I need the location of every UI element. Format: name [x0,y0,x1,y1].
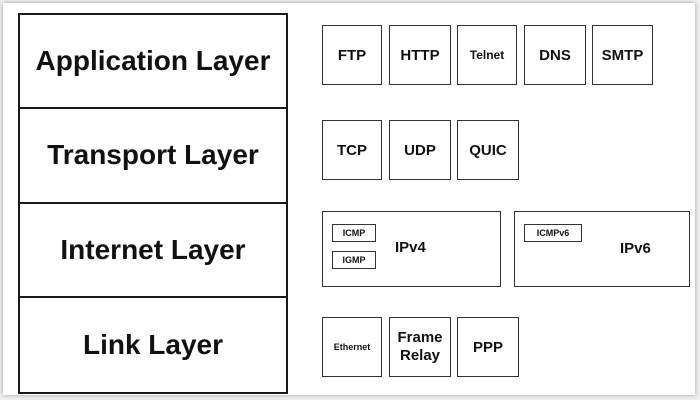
ethernet-box: Ethernet [322,317,382,377]
ftp-box: FTP [322,25,382,85]
ipv6-label: IPv6 [620,240,651,257]
application-layer-label: Application Layer [20,15,286,110]
icmp-box: ICMP [332,224,376,242]
ppp-box: PPP [457,317,519,377]
layer-stack: Application Layer Transport Layer Intern… [18,13,288,394]
internet-layer-label: Internet Layer [20,204,286,298]
igmp-box: IGMP [332,251,376,269]
icmpv6-box: ICMPv6 [524,224,582,242]
smtp-box: SMTP [592,25,653,85]
ipv6-box: ICMPv6 IPv6 [514,211,690,287]
link-layer-label: Link Layer [82,328,224,360]
transport-layer-label: Transport Layer [20,109,286,204]
udp-box: UDP [389,120,451,180]
ipv4-label: IPv4 [395,239,426,256]
tcp-box: TCP [322,120,382,180]
diagram-frame: Application Layer Transport Layer Intern… [3,3,695,395]
quic-box: QUIC [457,120,519,180]
ipv4-box: ICMP IGMP IPv4 [322,211,501,287]
dns-box: DNS [524,25,586,85]
telnet-box: Telnet [457,25,517,85]
http-box: HTTP [389,25,451,85]
frame-relay-box: Frame Relay [389,317,451,377]
